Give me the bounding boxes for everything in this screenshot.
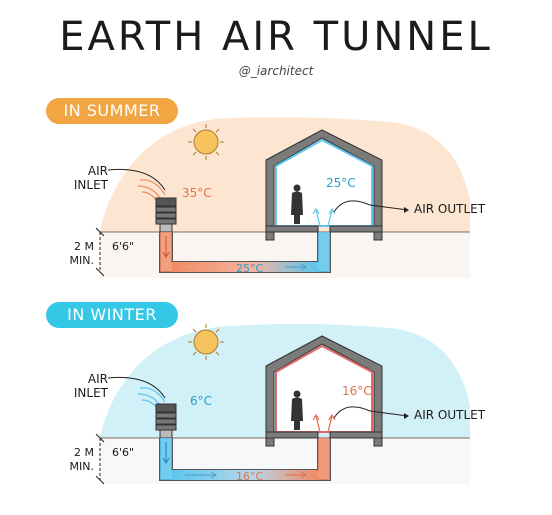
winter-air-outlet-label: AIR OUTLET [414, 408, 486, 422]
summer-hot-air-icon [137, 179, 166, 201]
summer-air-inlet-label: AIR INLET [73, 164, 108, 192]
winter-air-inlet-label: AIR INLET [73, 372, 108, 400]
winter-inlet-arrow [107, 376, 166, 399]
winter-panel [95, 323, 470, 485]
summer-inlet-tower [155, 197, 177, 233]
winter-inside-temp: 16°C [342, 384, 372, 398]
winter-warm-air-arrows [312, 413, 336, 433]
winter-cold-air-icon [137, 387, 166, 408]
winter-house [265, 335, 409, 447]
summer-depth-imperial: 6'6" [112, 240, 135, 253]
summer-season-label: IN SUMMER [46, 98, 178, 124]
winter-outside-temp: 6°C [190, 394, 213, 408]
summer-depth-indicator [95, 227, 105, 277]
summer-outside-temp: 35°C [182, 186, 212, 200]
page-title: EARTH AIR TUNNEL [59, 14, 493, 60]
summer-house [265, 129, 409, 241]
summer-person-icon [291, 184, 303, 224]
summer-depth-min: 2 M MIN. [69, 240, 94, 267]
winter-depth-imperial: 6'6" [112, 446, 135, 459]
summer-cool-air-arrows [312, 207, 336, 227]
summer-air-outlet-label: AIR OUTLET [414, 202, 486, 216]
winter-sun-icon [188, 324, 224, 360]
winter-depth-indicator [95, 433, 105, 485]
summer-tunnel [159, 232, 331, 273]
author-handle: @_iarchitect [238, 64, 314, 78]
winter-tunnel [159, 438, 331, 481]
summer-panel [95, 117, 470, 278]
summer-inside-temp: 25°C [326, 176, 356, 190]
summer-tunnel-temp: 25°C [236, 262, 264, 275]
summer-sun-icon [188, 124, 224, 160]
summer-inlet-arrow [107, 168, 166, 191]
winter-tunnel-temp: 16°C [236, 470, 264, 483]
winter-season-label: IN WINTER [46, 302, 178, 328]
winter-depth-min: 2 M MIN. [69, 446, 94, 473]
winter-person-icon [291, 390, 303, 430]
